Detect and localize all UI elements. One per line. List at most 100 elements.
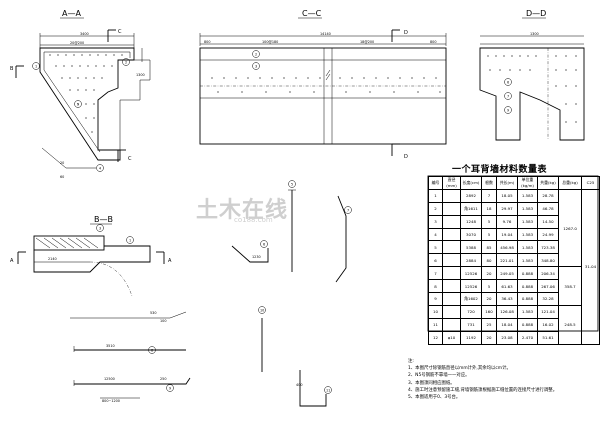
svg-text:530: 530 [150, 311, 156, 315]
svg-text:1230: 1230 [252, 255, 261, 259]
table-cell: 12526 [460, 279, 482, 294]
svg-text:18@200: 18@200 [360, 40, 374, 44]
aa-dim-side: 1300 [136, 73, 145, 77]
dd-rebar-dots [487, 55, 577, 123]
svg-text:20: 20 [60, 161, 64, 165]
table-header-row: 编号 直径(mm) 长度(cm) 根数 共长(m) 单位重(kg/m) 共重(k… [428, 176, 600, 190]
table-cell [442, 240, 461, 255]
aa-dim-top2: 20@200 [70, 41, 84, 45]
table-cell: 23.08 [496, 330, 518, 345]
table-cell: 0.888 [517, 292, 538, 306]
table-total-cell: 248.5 [558, 304, 582, 345]
svg-text:3510: 3510 [106, 344, 115, 348]
table-cell: 126.08 [496, 304, 518, 319]
table-header: 单位重(kg/m) [517, 176, 538, 190]
watermark-logo: 土木在线 [196, 198, 289, 223]
table-cell: 249.05 [496, 266, 518, 281]
section-dd: D—D 1300 6 7 9 [479, 9, 585, 141]
svg-text:11: 11 [326, 389, 330, 393]
table-cell: 2884 [460, 253, 482, 268]
rebar-marker-6 [260, 240, 268, 248]
rebar-marker-10 [258, 306, 266, 314]
svg-text:9: 9 [507, 109, 509, 113]
notes-block: 注: 1、本图尺寸除钢筋直径以mm计外,其余均以cm计。 2、N5号钢筋不靠墙一… [408, 358, 608, 401]
table-cell: 5 [481, 214, 497, 229]
table-cell: 720 [460, 304, 482, 319]
table-cell [442, 188, 461, 203]
table-cell [442, 266, 461, 281]
cc-d-marker: D [404, 30, 408, 36]
aa-dim-top: 3400 [80, 32, 89, 36]
table-cell: 4 [428, 227, 443, 242]
dd-marker-7 [504, 92, 512, 100]
svg-text:2140: 2140 [48, 257, 57, 261]
table-cell [442, 201, 461, 216]
material-table: 编号 直径(mm) 长度(cm) 根数 共长(m) 单位重(kg/m) 共重(k… [428, 176, 600, 345]
table-cell: 1.583 [517, 304, 538, 319]
table-cell: 20 [481, 292, 497, 306]
table-cell: 20 [481, 266, 497, 281]
table-cell: 160 [481, 304, 497, 319]
table-cell: 0.888 [517, 317, 538, 332]
table-cell [442, 253, 461, 268]
note-item: 1、本图尺寸除钢筋直径以mm计外,其余均以cm计。 [408, 366, 511, 372]
table-cell: 0.888 [517, 279, 538, 294]
table-cell [442, 317, 461, 332]
bb-a-marker-left: A [10, 258, 14, 264]
svg-text:100: 100 [160, 319, 166, 323]
bb-a-marker-right: A [168, 258, 172, 264]
table-cell: 5 [428, 240, 443, 255]
rebar-marker-7 [344, 206, 352, 214]
svg-text:800: 800 [430, 40, 436, 44]
svg-text:100@180: 100@180 [262, 40, 278, 44]
table-cell: 32.28 [537, 292, 559, 306]
svg-text:60: 60 [60, 175, 64, 179]
cc-marker-3 [252, 62, 260, 70]
table-cell: 10 [428, 304, 443, 319]
table-cell: 角1602 [460, 292, 482, 306]
table-total-cell: 358.7 [558, 266, 582, 306]
table-cell: 221.01 [496, 253, 518, 268]
section-dd-title: D—D [526, 9, 546, 18]
svg-text:5: 5 [77, 103, 79, 107]
table-cell: 20 [481, 330, 497, 345]
table-cell: 9 [428, 292, 443, 306]
table-cell: 5 [481, 279, 497, 294]
section-aa-title: A—A [62, 9, 81, 18]
table-c25-cell: 31.04 [581, 188, 600, 345]
table-cell: 85 [481, 240, 497, 255]
watermark-url: co188.com [234, 216, 273, 224]
rebar-sketch-4: 60 4 20 [41, 147, 104, 179]
aa-b-marker: B [10, 66, 14, 72]
aa-marker-5 [74, 100, 82, 108]
table-cell: 7 [428, 266, 443, 281]
rebar-marker-8 [148, 346, 156, 354]
table-cell: 46.78 [537, 201, 559, 216]
dd-marker-6 [504, 78, 512, 86]
svg-text:1300: 1300 [530, 32, 539, 36]
table-header: 编号 [428, 176, 443, 190]
cc-marker-2 [252, 50, 260, 58]
cc-dim-total: 14140 [320, 32, 331, 36]
table-cell: 267.06 [537, 279, 559, 294]
table-cell: 12 [428, 330, 443, 345]
table-cell: 7 [481, 188, 497, 203]
svg-text:2: 2 [125, 61, 127, 65]
table-header: 总重(kg) [558, 176, 582, 190]
svg-text:10: 10 [260, 309, 264, 313]
table-cell: 18 [481, 201, 497, 216]
svg-text:5: 5 [291, 183, 293, 187]
svg-text:6: 6 [507, 81, 509, 85]
table-cell: 61.63 [496, 279, 518, 294]
table-cell: 5 [481, 227, 497, 242]
table-cell: 3 [428, 214, 443, 229]
table-header: 直径(mm) [442, 176, 461, 190]
table-cell: 25 [481, 317, 497, 332]
note-item: 4、施工时注意预留施工缝,背墙钢筋须根据施工缝位置的连接尺寸进行调整。 [408, 387, 558, 393]
